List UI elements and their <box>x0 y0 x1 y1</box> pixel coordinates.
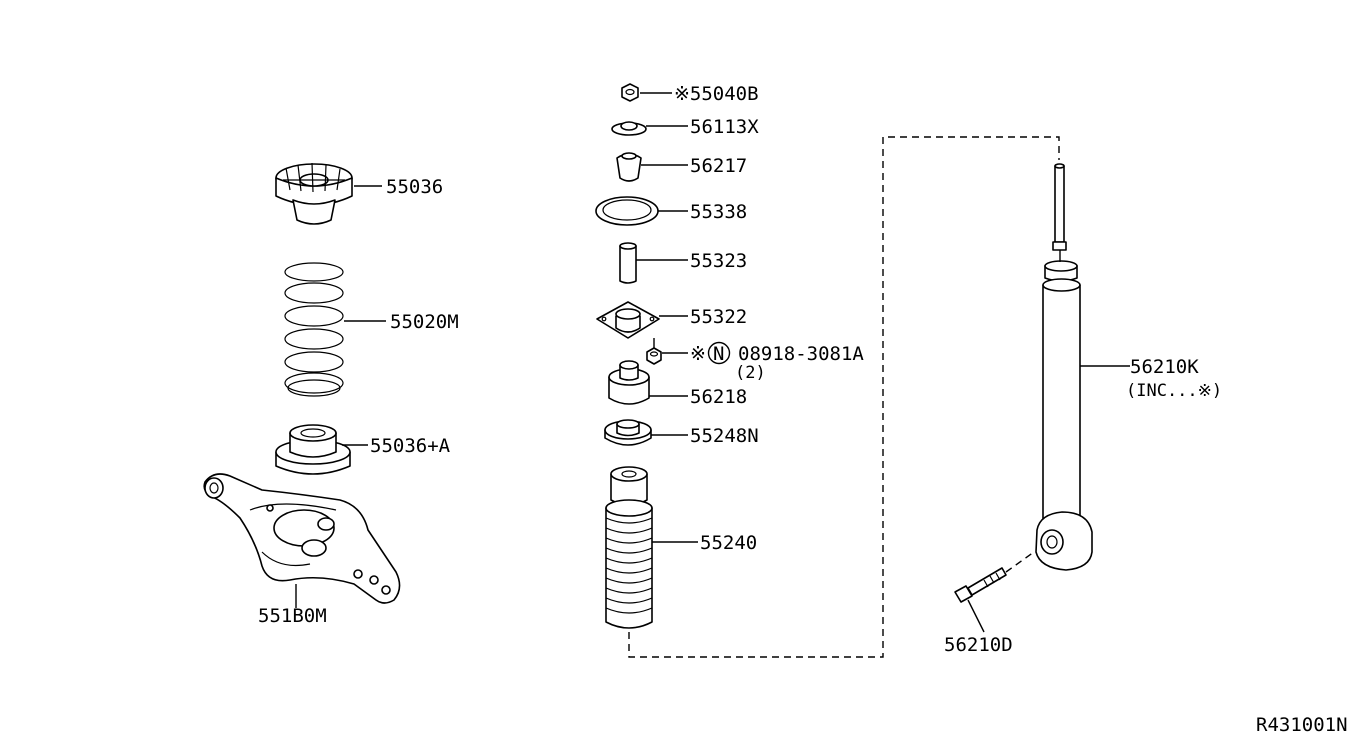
part-label-55338: 55338 <box>690 201 747 223</box>
shock-absorber-illustration <box>1035 163 1093 571</box>
part-label-56113X: 56113X <box>690 116 759 138</box>
dust-boot-illustration <box>605 466 653 629</box>
part-label-55020M: 55020M <box>390 311 459 333</box>
part-label-56218: 56218 <box>690 386 747 408</box>
part-label-08918-quantity: (2) <box>735 363 766 383</box>
coil-spring-illustration <box>284 262 344 397</box>
upper-bushing-illustration <box>616 152 642 182</box>
n-circle-icon <box>707 341 731 365</box>
lower-control-arm-illustration <box>203 473 401 604</box>
part-label-55240: 55240 <box>700 532 757 554</box>
mounting-bolt-illustration <box>954 567 1007 603</box>
bumper-seat-illustration <box>604 419 652 446</box>
bolt-dashed-line <box>1005 551 1035 573</box>
part-label-08918-prefix: ※ <box>690 343 706 365</box>
part-label-08918-circle: N <box>713 343 724 365</box>
washer-illustration <box>611 121 647 136</box>
spring-upper-seat-illustration <box>275 162 353 225</box>
assembly-dashed-line <box>628 136 1060 658</box>
part-label-55036: 55036 <box>386 176 443 198</box>
bracket-nut-illustration <box>646 338 662 365</box>
bump-bushing-illustration <box>608 360 650 405</box>
part-label-56210K-note: (INC...※) <box>1126 381 1222 401</box>
part-label-55323: 55323 <box>690 250 747 272</box>
part-label-55322: 55322 <box>690 306 747 328</box>
part-label-55040B: ※55040B <box>674 83 759 105</box>
part-label-56210D: 56210D <box>944 634 1013 656</box>
collar-illustration <box>619 242 637 284</box>
diagram-code: R431001N <box>1256 714 1348 736</box>
spring-lower-seat-illustration <box>275 424 351 475</box>
part-label-55248N: 55248N <box>690 425 759 447</box>
part-label-56217: 56217 <box>690 155 747 177</box>
mounting-bracket-illustration <box>596 301 660 339</box>
part-label-56210K: 56210K <box>1130 356 1199 378</box>
part-label-08918-3081A: 08918-3081A <box>738 343 864 365</box>
part-label-551B0M: 551B0M <box>258 605 327 627</box>
part-label-55036A: 55036+A <box>370 435 451 457</box>
nut-illustration <box>621 83 639 102</box>
seal-ring-illustration <box>595 196 659 226</box>
